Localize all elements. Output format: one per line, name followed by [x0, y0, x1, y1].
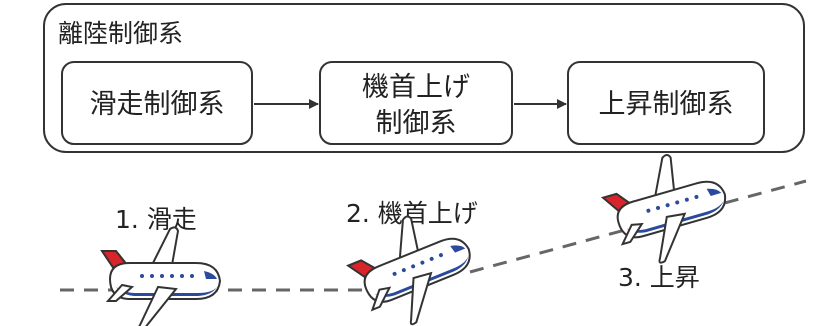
control-box-rotation-label-line2: 制御系 [376, 108, 457, 139]
phase-label-taxi: 1. 滑走 [115, 205, 197, 234]
control-box-climb-label: 上昇制御系 [599, 89, 734, 120]
control-box-taxi-label: 滑走制御系 [90, 89, 225, 120]
airplane-icon-taxi [101, 226, 221, 326]
airplane-icon-climb [595, 141, 740, 275]
phase-label-climb: 3. 上昇 [618, 263, 700, 292]
control-box-climb: 上昇制御系 [567, 61, 765, 145]
control-box-taxi: 滑走制御系 [61, 61, 253, 145]
control-box-rotation: 機首上げ 制御系 [319, 61, 513, 145]
control-box-rotation-label-line1: 機首上げ [362, 72, 470, 103]
outer-system-title: 離陸制御系 [58, 19, 183, 48]
